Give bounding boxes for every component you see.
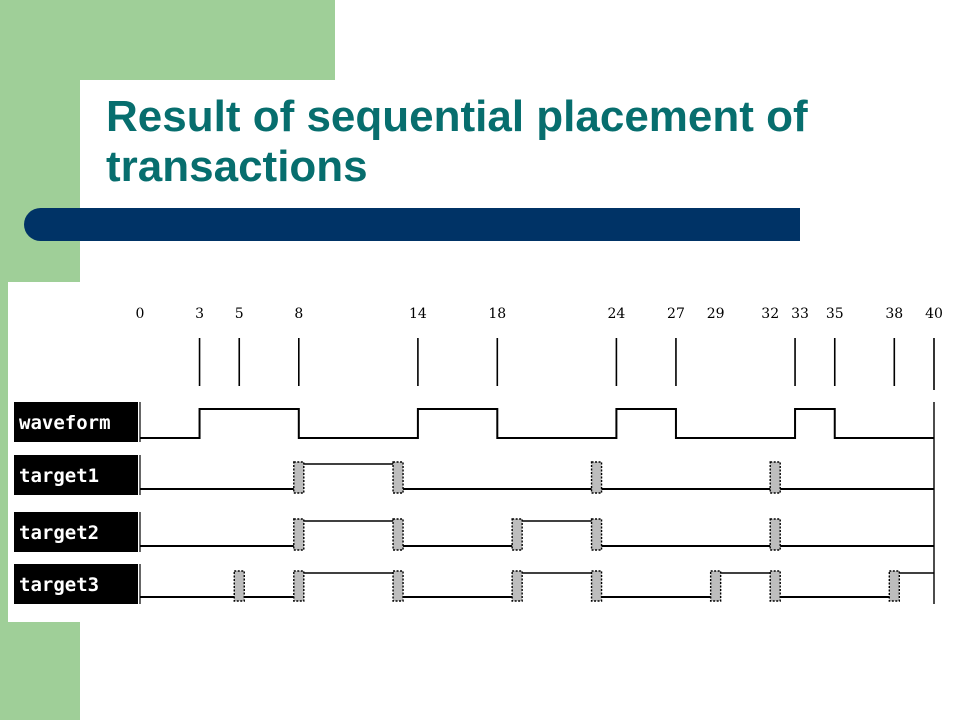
signal-label: waveform (19, 412, 111, 434)
transaction-marker (769, 461, 781, 494)
signal-label: target3 (19, 574, 99, 596)
time-tick-label: 24 (607, 306, 625, 322)
title-underline-bar (24, 208, 800, 241)
signal-label-box (14, 564, 138, 604)
signal-label-box (14, 455, 138, 495)
time-tick-label: 0 (136, 306, 145, 322)
time-tick-label: 32 (761, 306, 779, 322)
transaction-marker (392, 570, 404, 602)
slide-title: Result of sequential placement of transa… (106, 92, 808, 191)
top-decor-band (0, 0, 335, 80)
transaction-marker (888, 570, 900, 602)
transaction-marker (233, 570, 245, 602)
transaction-marker (392, 461, 404, 494)
time-tick-label: 3 (195, 306, 204, 322)
transaction-marker (590, 570, 603, 602)
time-tick-label: 14 (409, 306, 427, 322)
signal-label: target1 (19, 465, 99, 487)
signal-label-box (14, 402, 138, 442)
time-tick-label: 27 (667, 306, 685, 322)
time-tick-label: 8 (294, 306, 303, 322)
transaction-marker (293, 518, 305, 551)
transaction-marker (511, 518, 523, 551)
time-tick-label: 18 (488, 306, 506, 322)
transaction-marker (511, 570, 523, 602)
transaction-marker (769, 570, 781, 602)
time-tick-label: 33 (791, 306, 809, 322)
transaction-marker (590, 461, 603, 494)
transaction-marker (293, 461, 305, 494)
time-tick-label: 40 (925, 306, 943, 322)
transaction-marker (769, 518, 781, 551)
transaction-marker (590, 518, 603, 551)
signal-label: target2 (19, 522, 99, 544)
signal-label-box (14, 512, 138, 552)
transaction-marker (709, 570, 722, 602)
time-tick-label: 38 (885, 306, 903, 322)
transaction-marker (392, 518, 404, 551)
time-tick-label: 5 (235, 306, 244, 322)
time-tick-label: 29 (707, 306, 725, 322)
signal-trace (140, 408, 934, 439)
time-tick-label: 35 (826, 306, 844, 322)
transaction-marker (293, 570, 305, 602)
